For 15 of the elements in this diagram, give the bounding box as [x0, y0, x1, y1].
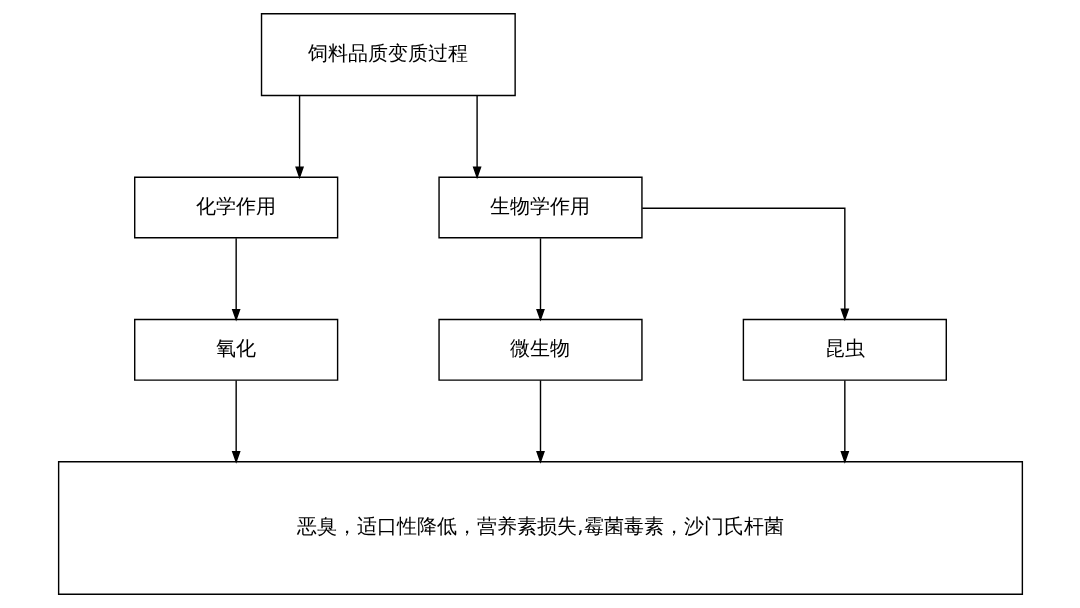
arrow [294, 94, 304, 180]
node-box: 氧化 [133, 318, 338, 381]
node-box: 微生物 [437, 318, 643, 381]
node-box: 昆虫 [742, 318, 947, 381]
arrow [839, 379, 849, 464]
arrow [535, 237, 545, 322]
arrow [231, 237, 241, 322]
arrow [535, 379, 545, 464]
arrow [641, 207, 849, 322]
node-box: 饲料品质变质过程 [260, 13, 516, 97]
arrow [231, 379, 241, 464]
node-box: 化学作用 [133, 176, 338, 239]
node-box: 生物学作用 [437, 176, 643, 239]
node-box: 恶臭，适口性降低，营养素损失,霉菌毒素，沙门氏杆菌 [57, 461, 1023, 595]
arrow [472, 94, 482, 180]
